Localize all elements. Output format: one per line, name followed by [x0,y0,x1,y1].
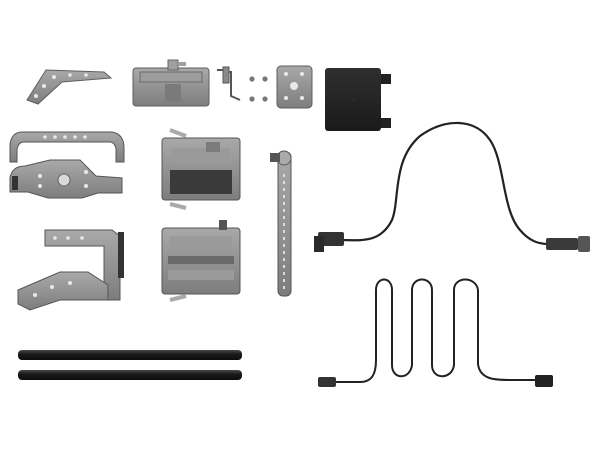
hex-key [217,66,241,101]
svg-text:~: ~ [351,98,355,104]
screws [249,76,268,102]
cage-bottom-bracket [17,229,124,311]
usb-c-coiled-cable [318,278,553,387]
rod-arm [270,150,292,297]
top-handle [9,131,125,163]
v-mount-battery-plate [132,59,210,107]
quick-release-plate [161,128,241,210]
battery-box: ~ [325,68,391,131]
baseplate-rod-clamp [161,220,241,302]
mounting-plate [276,65,313,109]
rod-15mm-top [18,350,242,360]
power-cable-xlr [314,121,590,252]
cage-side-plate [9,159,123,199]
rod-15mm-bottom [18,370,242,380]
cheese-plate-l-bracket [26,69,113,105]
